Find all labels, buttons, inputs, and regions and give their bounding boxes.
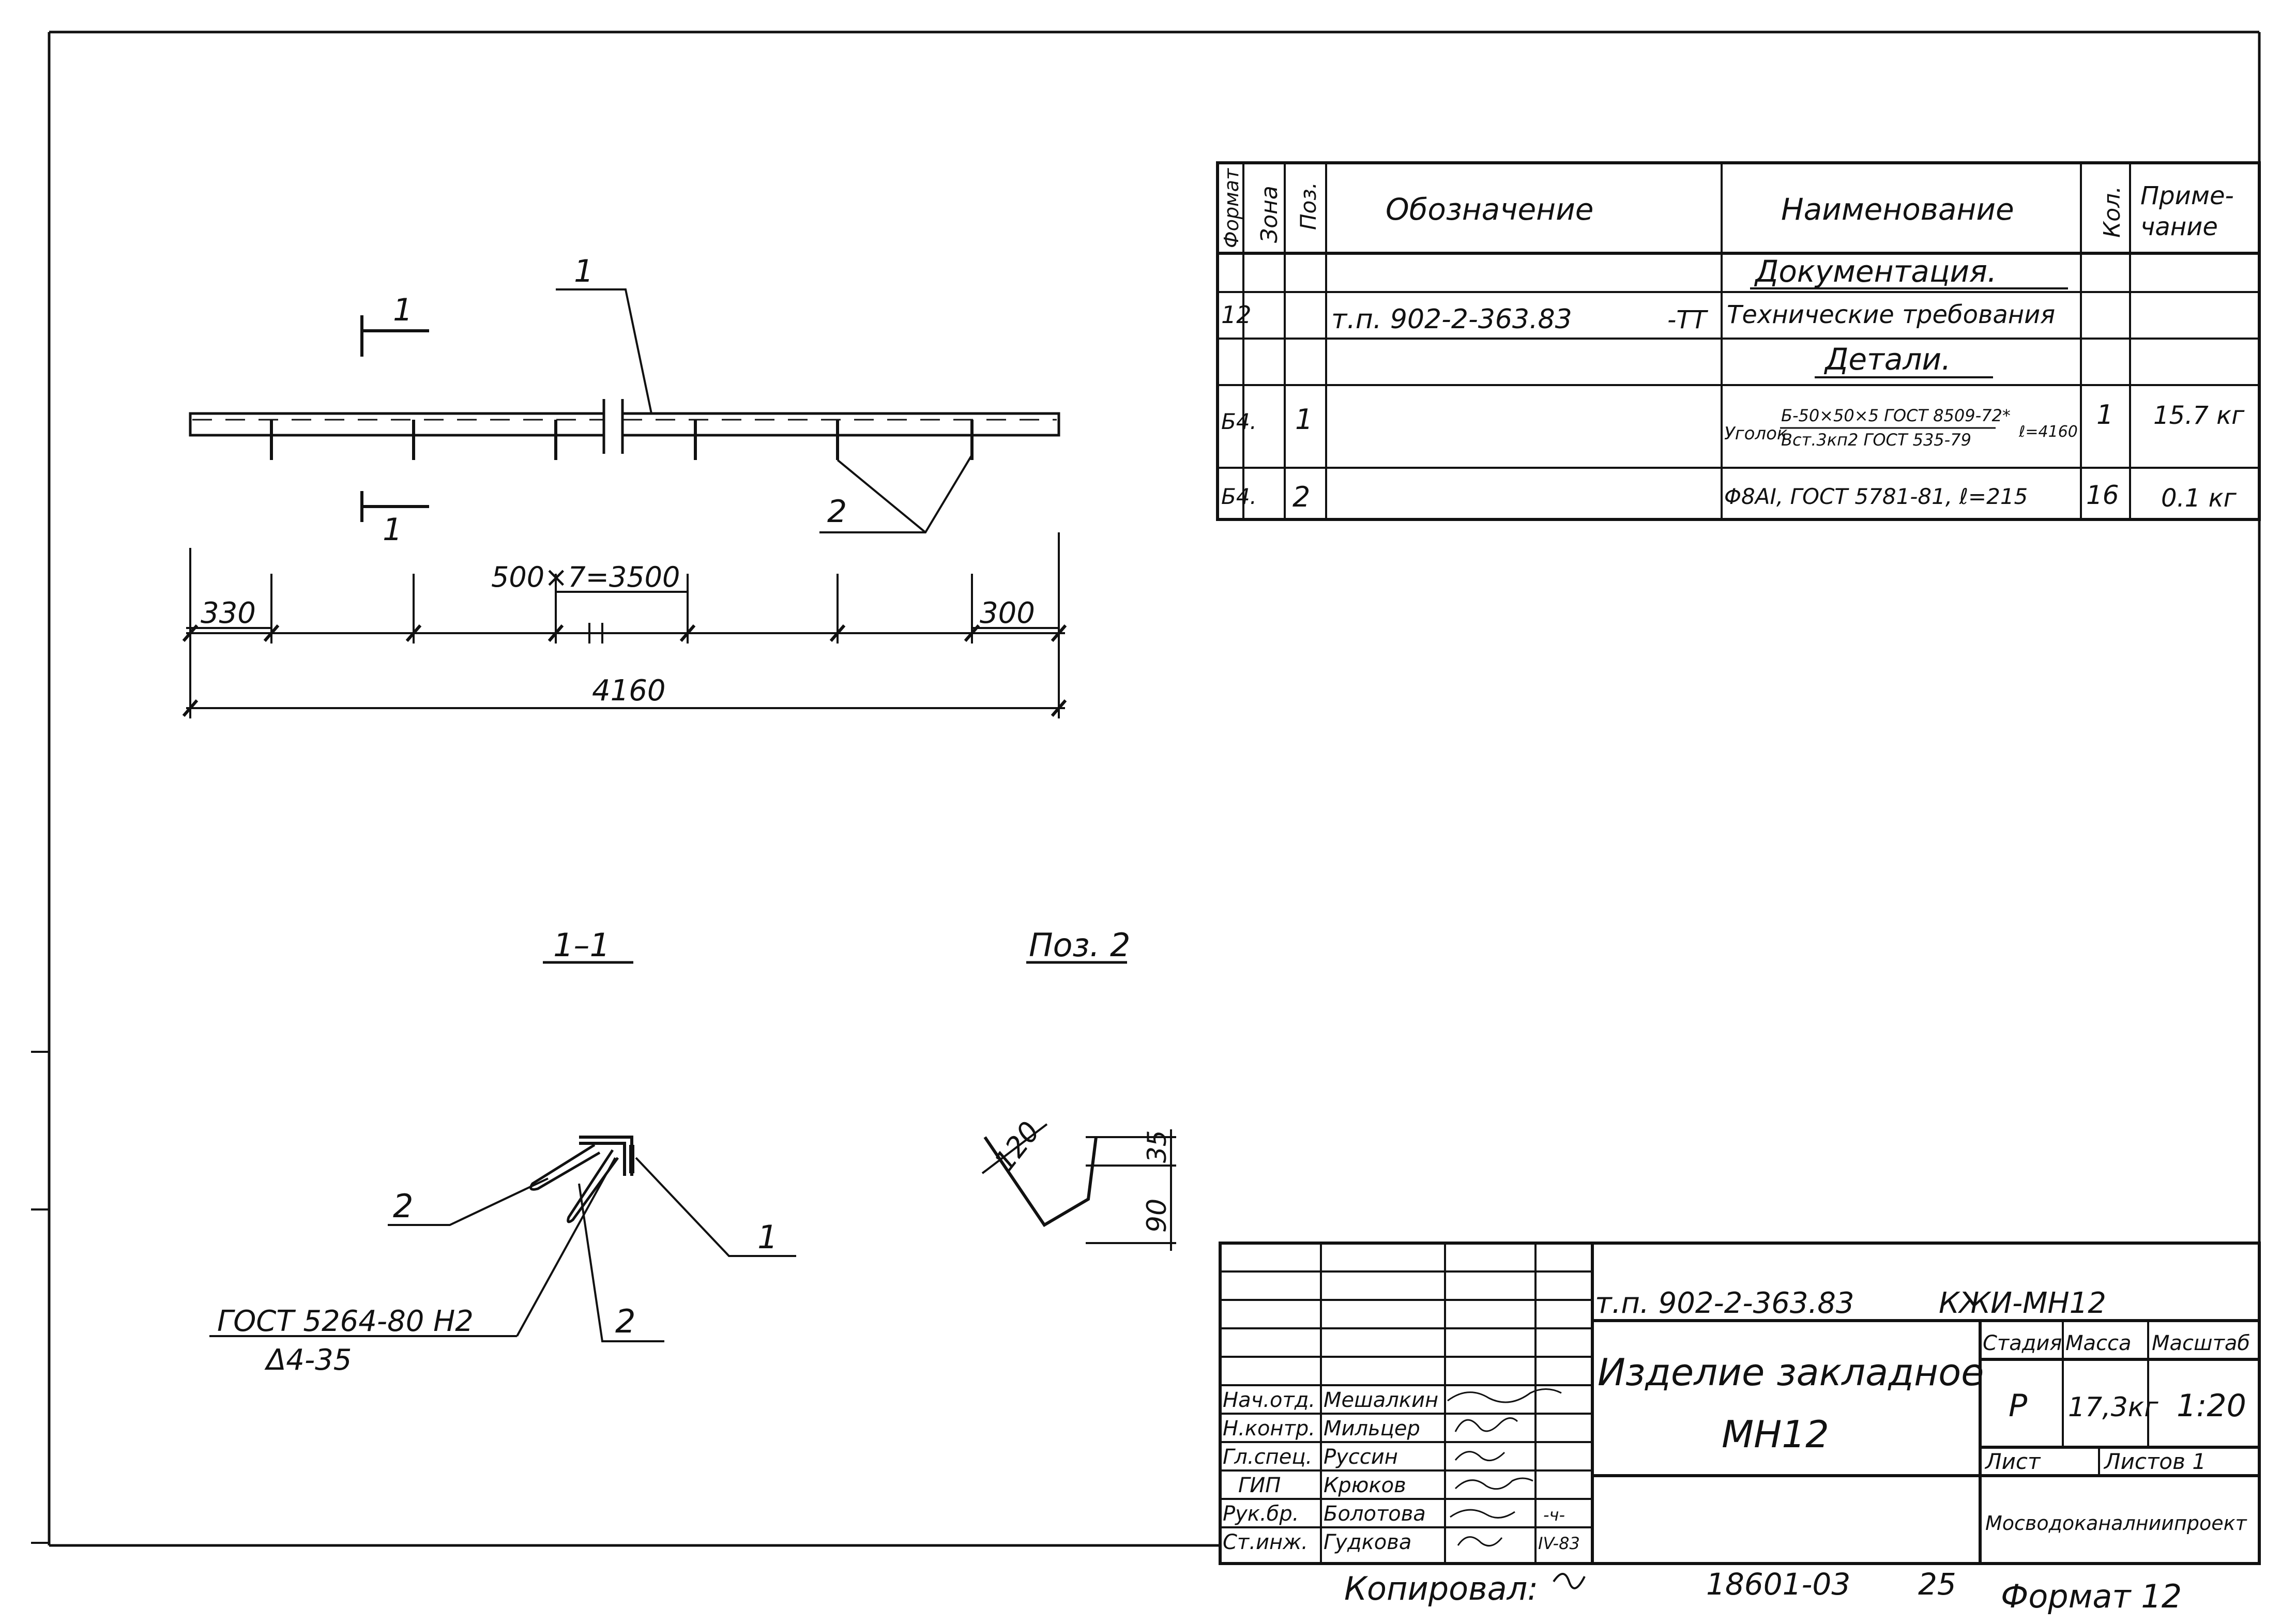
staff-role: Нач.отд. bbox=[1223, 1388, 1315, 1412]
row-pos1-note: 15.7 кг bbox=[2153, 401, 2245, 430]
staff-date: IV-83 bbox=[1538, 1534, 1580, 1553]
header-qty: Кол. bbox=[2099, 186, 2125, 238]
row-pos2-note: 0.1 кг bbox=[2161, 484, 2237, 513]
dim-330: 330 bbox=[201, 596, 256, 630]
angle-bar bbox=[189, 412, 1060, 437]
section-pos2-label-b: 2 bbox=[615, 1303, 635, 1340]
row-pos1-pos: 1 bbox=[1295, 403, 1313, 436]
row-pos2-qty: 16 bbox=[2086, 480, 2119, 510]
row-pos1-name-suffix: ℓ=4160 bbox=[2018, 423, 2078, 441]
section-mark-bottom bbox=[360, 491, 429, 522]
row-docs-format: 12 bbox=[1221, 301, 1252, 329]
weld-note-line1: ГОСТ 5264-80 Н2 bbox=[217, 1305, 474, 1338]
format-label: Формат 12 bbox=[2001, 1577, 2182, 1615]
detail-title: Поз. 2 bbox=[1029, 926, 1130, 964]
header-note-line1: Приме- bbox=[2140, 181, 2234, 210]
header-pos: Поз. bbox=[1296, 182, 1321, 230]
detail-dim-90: 90 bbox=[1142, 1199, 1173, 1233]
row-pos1-name-top: Б-50×50×5 ГОСТ 8509-72* bbox=[1781, 406, 2011, 425]
row-docs-designation-suffix: -ТТ bbox=[1667, 305, 1709, 334]
item-name-line1: Изделие закладное bbox=[1598, 1351, 1984, 1394]
bar-section bbox=[529, 1143, 619, 1223]
section-mark-top-label: 1 bbox=[393, 292, 413, 328]
section-1-1: 1–1 2 2 1 ГОСТ 5264-80 Н2 Δ4-35 bbox=[209, 926, 796, 1377]
stage-header: Стадия bbox=[1983, 1331, 2062, 1355]
row-docs-name: Технические требования bbox=[1727, 300, 2055, 329]
weld-note-line2: Δ4-35 bbox=[264, 1343, 352, 1377]
staff-role: Н.контр. bbox=[1223, 1417, 1315, 1441]
section-docs: Документация. bbox=[1754, 254, 1997, 289]
spec-table: Формат Зона Поз. Кол. Обозначение Наимен… bbox=[1216, 161, 2261, 521]
section-pos2-label-a: 2 bbox=[393, 1187, 413, 1225]
staff-date: -ч- bbox=[1543, 1505, 1565, 1525]
row-pos2-format: Б4. bbox=[1221, 484, 1257, 509]
row-docs-designation: т.п. 902-2-363.83 bbox=[1331, 304, 1572, 335]
bent-bar bbox=[983, 1136, 1098, 1228]
row-pos1-format: Б4. bbox=[1221, 409, 1257, 434]
row-pos2-name: Φ8АI, ГОСТ 5781-81, ℓ=215 bbox=[1724, 484, 2028, 509]
elevation-pos1-label: 1 bbox=[574, 253, 594, 289]
staff-name: Мешалкин bbox=[1324, 1388, 1438, 1412]
header-note-line2: чание bbox=[2140, 212, 2218, 241]
detail-dimensions bbox=[981, 1123, 1176, 1251]
sheets-label: Листов 1 bbox=[2103, 1449, 2206, 1474]
angle-section bbox=[579, 1136, 634, 1176]
doc-suffix: КЖИ-МН12 bbox=[1939, 1286, 2106, 1320]
sheet-label: Лист bbox=[1984, 1449, 2041, 1474]
elevation-view: 1 2 1 1 bbox=[182, 253, 1067, 718]
staff-role: Гл.спец. bbox=[1223, 1445, 1312, 1469]
mass-header: Масса bbox=[2065, 1331, 2132, 1355]
signatures bbox=[1447, 1388, 1562, 1547]
staff-name: Руссин bbox=[1324, 1445, 1398, 1469]
detail-pos2: Поз. 2 120 35 90 bbox=[981, 926, 1176, 1251]
staff-role: Рук.бр. bbox=[1223, 1502, 1299, 1526]
section-parts: Детали. bbox=[1823, 342, 1951, 377]
detail-dim-120: 120 bbox=[988, 1115, 1046, 1177]
row-pos1-name-bottom: Вст.3кп2 ГОСТ 535-79 bbox=[1781, 430, 1971, 450]
scale-value: 1:20 bbox=[2177, 1388, 2246, 1424]
section-leaders bbox=[209, 1157, 796, 1342]
copier-signature bbox=[1553, 1573, 1586, 1589]
header-zone: Зона bbox=[1256, 186, 1283, 243]
staff-name: Болотова bbox=[1324, 1502, 1426, 1526]
mass-value: 17,3кг bbox=[2068, 1392, 2158, 1423]
sheet-number: 25 bbox=[1918, 1567, 1956, 1602]
detail-dim-35: 35 bbox=[1142, 1130, 1172, 1163]
header-format: Формат bbox=[1220, 167, 1243, 248]
staff-role: ГИП bbox=[1238, 1474, 1281, 1497]
dimension-ticks bbox=[182, 624, 1067, 717]
title-block: т.п. 902-2-363.83 КЖИ-МН12 Изделие закла… bbox=[1219, 1242, 2261, 1565]
header-name: Наименование bbox=[1781, 192, 2014, 227]
dim-300: 300 bbox=[980, 596, 1035, 630]
staff-name: Гудкова bbox=[1324, 1530, 1411, 1554]
row-pos1-qty: 1 bbox=[2096, 400, 2113, 431]
staff-name: Крюков bbox=[1324, 1474, 1406, 1497]
staff-role: Ст.инж. bbox=[1223, 1530, 1308, 1554]
stage-value: Р bbox=[2009, 1388, 2028, 1424]
anchor-bars bbox=[270, 420, 974, 460]
scale-header: Масштаб bbox=[2152, 1331, 2250, 1355]
item-name-line2: МН12 bbox=[1722, 1413, 1829, 1456]
doc-code: т.п. 902-2-363.83 bbox=[1595, 1286, 1854, 1320]
archive-number: 18601-03 bbox=[1706, 1567, 1850, 1602]
dim-500x7: 500×7=3500 bbox=[491, 561, 680, 593]
copied-by: Копировал: bbox=[1344, 1570, 1538, 1607]
section-pos1-label: 1 bbox=[757, 1218, 778, 1256]
row-pos1-name-prefix: Уголок bbox=[1724, 423, 1788, 444]
row-pos2-pos: 2 bbox=[1293, 481, 1310, 513]
section-mark-top bbox=[360, 315, 429, 357]
section-mark-bottom-label: 1 bbox=[383, 512, 402, 548]
staff-list: Нач.отд. Мешалкин Н.контр. Мильцер Гл.сп… bbox=[1223, 1388, 1580, 1554]
staff-name: Мильцер bbox=[1324, 1417, 1420, 1441]
organization: Мосводоканалниипроект bbox=[1985, 1512, 2248, 1535]
section-title: 1–1 bbox=[553, 926, 610, 964]
elevation-pos2-label: 2 bbox=[827, 494, 847, 530]
header-designation: Обозначение bbox=[1386, 192, 1593, 227]
dim-4160: 4160 bbox=[592, 674, 666, 708]
